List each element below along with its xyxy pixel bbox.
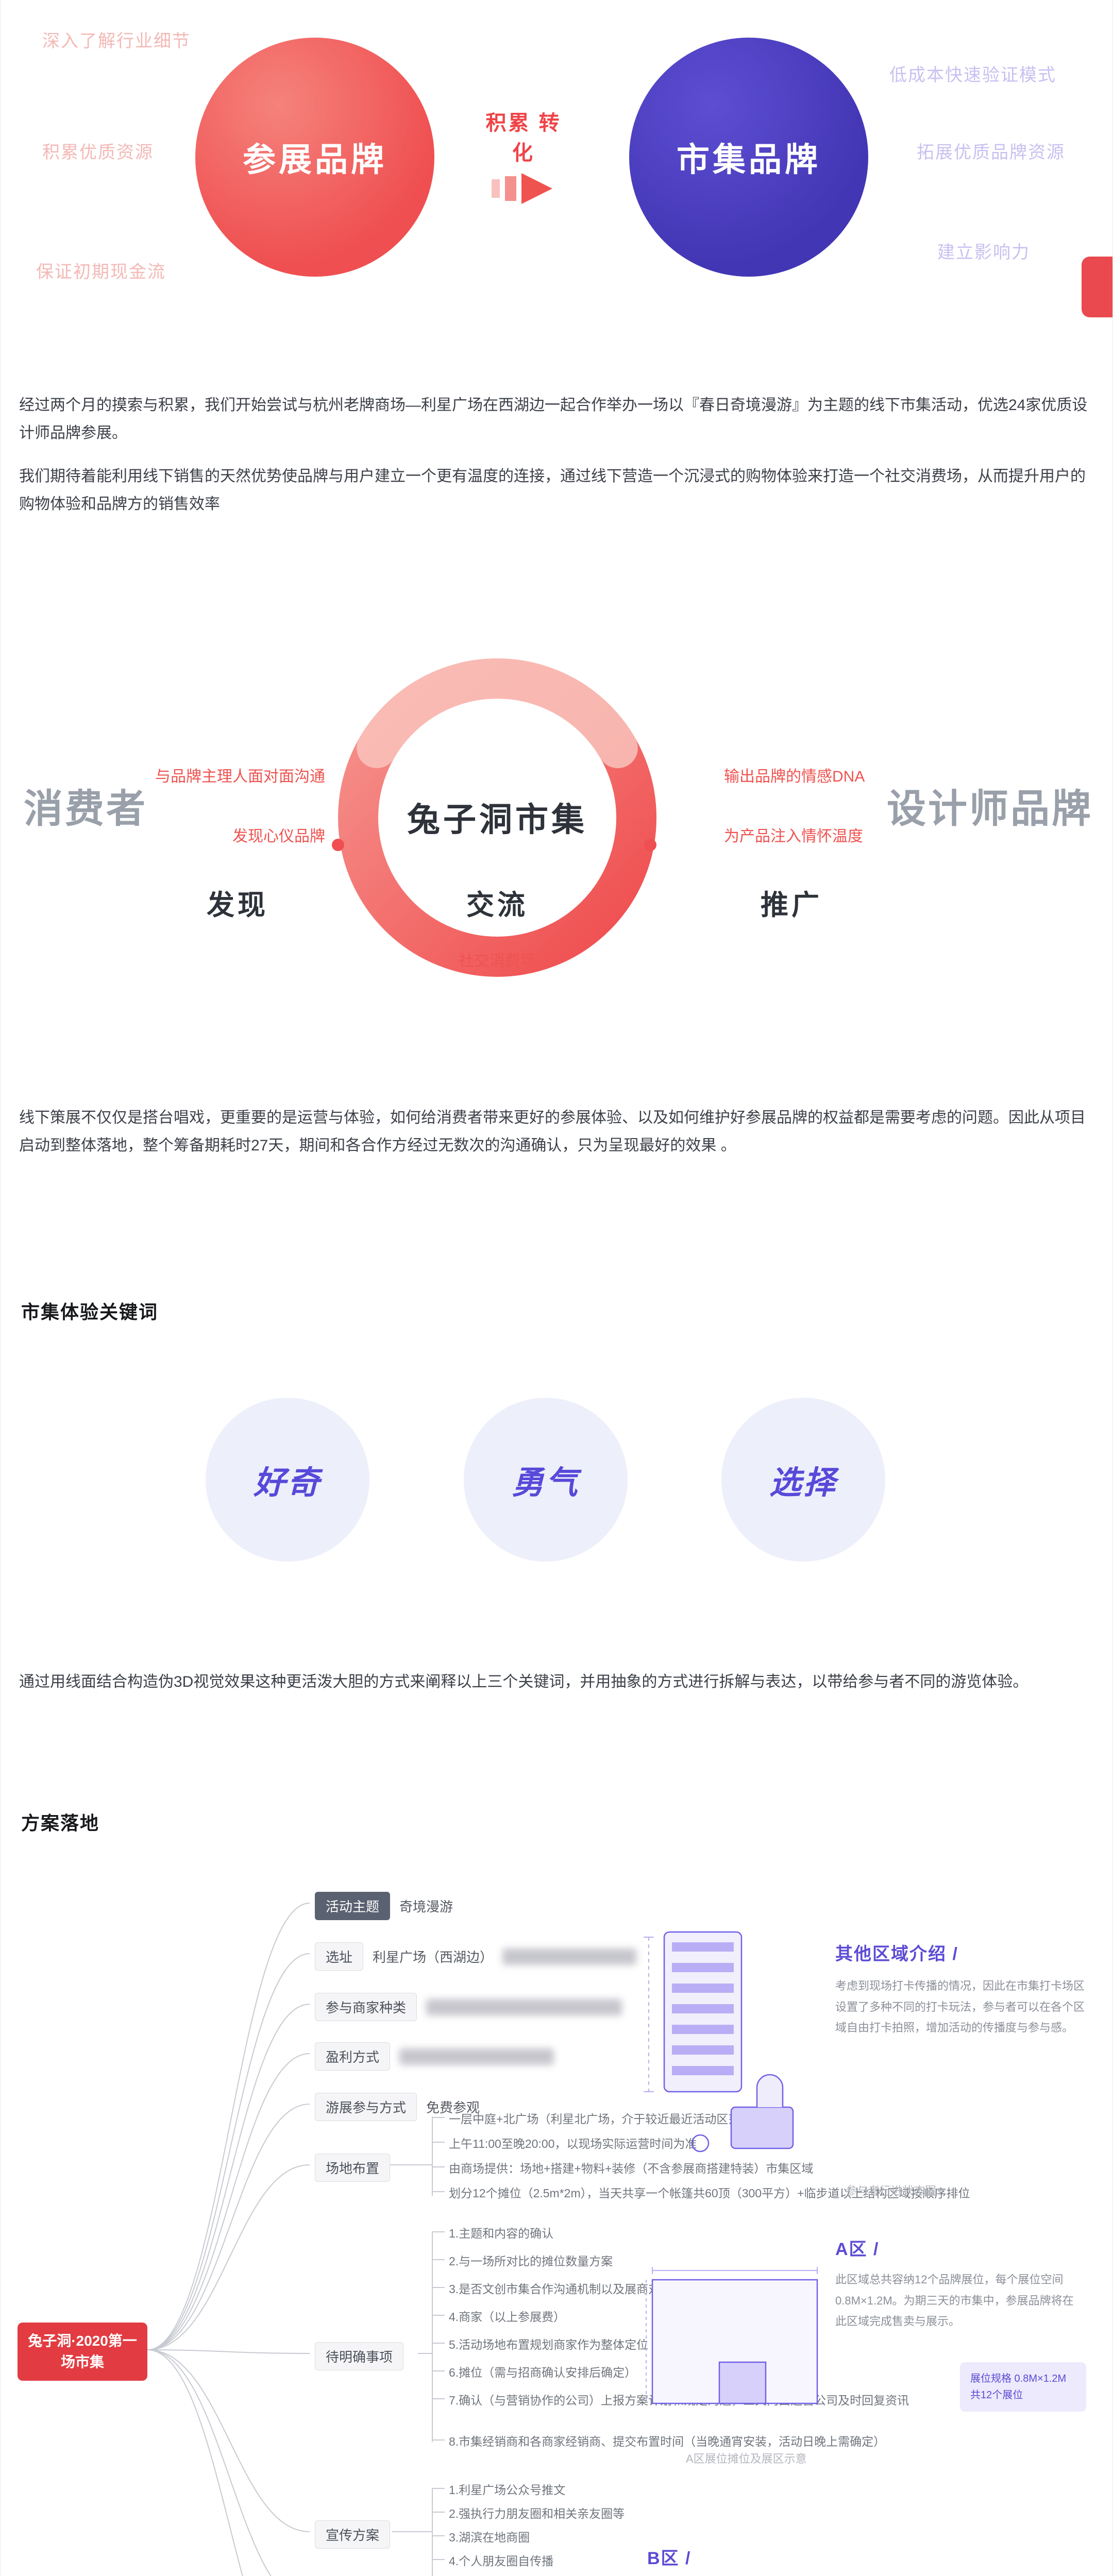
- other-zone-title: 其他区域介绍 /: [835, 1944, 958, 1964]
- designer-note-1: 输出品牌的情感DNA: [724, 768, 865, 785]
- node-promo-label: 宣传方案: [315, 2520, 391, 2549]
- consumer-role-label: 消费者: [24, 787, 147, 831]
- verb-communicate: 交流: [466, 890, 528, 921]
- venue-item: 一层中庭+北广场（利星北广场，介于较近最近活动区范围）: [449, 2112, 764, 2126]
- market-benefit-3: 建立影响力: [937, 243, 1030, 262]
- b-zone-title: B区 /: [647, 2549, 692, 2568]
- keyword-curiosity: 好奇: [253, 1465, 322, 1501]
- exhibit-benefit-2: 积累优质资源: [42, 143, 154, 162]
- node-site-value: 利星广场（西湖边）: [373, 1950, 494, 1965]
- todo-item: 5.活动场地布置规划商家作为整体定位: [449, 2338, 649, 2351]
- a-zone-note: 展位规格 0.8M×1.2M 共12个展位: [960, 2362, 1086, 2412]
- plan-section-title: 方案落地: [21, 1812, 100, 1834]
- node-merchants: 参与商家种类: [315, 1993, 622, 2021]
- verb-discover: 发现: [207, 890, 268, 921]
- strategy-paragraph: 线下策展不仅仅是搭台唱戏，更重要的是运营与体验，如何给消费者带来更好的参展体验、…: [19, 1109, 1086, 1154]
- node-promo: 宣传方案: [315, 2520, 391, 2549]
- redacted-profit-detail: [399, 2048, 554, 2065]
- keyword-circle-curiosity: 好奇: [206, 1398, 369, 1562]
- exhibit-benefit-1: 深入了解行业细节: [42, 31, 191, 51]
- node-theme-label: 活动主题: [315, 1892, 391, 1920]
- ring-diagram: [338, 658, 656, 977]
- node-join: 游展参与方式 免费参观: [315, 2093, 480, 2121]
- keyword-circle-courage: 勇气: [464, 1398, 628, 1562]
- a-zone-plan-diagram: [646, 2267, 818, 2404]
- keyword-courage: 勇气: [511, 1465, 580, 1501]
- a-zone-title: A区 /: [835, 2240, 880, 2259]
- venue-item: 由商场提供：场地+搭建+物料+装修（不含参展商搭建特装）市集区域: [449, 2162, 814, 2175]
- node-theme: 活动主题 奇境漫游: [315, 1892, 453, 1920]
- todo-item: 2.与一场所对比的摊位数量方案: [449, 2255, 613, 2268]
- intro-paragraph-1: 经过两个月的摸索与积累，我们开始尝试与杭州老牌商场—利星广场在西湖边一起合作举办…: [19, 397, 1088, 442]
- redacted-site-detail: [502, 1948, 637, 1965]
- other-zone-text: 考虑到现场打卡传播的情况，因此在市集打卡场区设置了多种不同的打卡玩法，参与者可以…: [835, 1979, 1085, 2035]
- promo-item: 3.湖滨在地商圈: [449, 2531, 530, 2544]
- node-todo: 待明确事项: [315, 2342, 404, 2370]
- designer-note-2: 为产品注入情怀温度: [724, 828, 863, 845]
- node-venue: 场地布置: [315, 2154, 391, 2182]
- designer-role-label: 设计师品牌: [887, 787, 1093, 831]
- mindmap-root: 兔子洞·2020第一场市集: [18, 2323, 147, 2381]
- exhibit-benefit-3: 保证初期现金流: [36, 262, 166, 282]
- a-zone-text: 此区域总共容纳12个品牌展位，每个展位空间0.8M×1.2M。为期三天的市集中，…: [835, 2273, 1074, 2328]
- todo-item: 1.主题和内容的确认: [449, 2227, 554, 2240]
- consumer-note-1: 与品牌主理人面对面沟通: [155, 768, 325, 785]
- node-profit: 盈利方式: [315, 2042, 554, 2071]
- node-site: 选址 利星广场（西湖边）: [315, 1942, 637, 1971]
- venue-item: 上午11:00至晚20:00，以现场实际运营时间为准: [449, 2137, 697, 2150]
- ring-dot-right: [644, 839, 656, 851]
- fast-forward-arrow-icon: [492, 173, 552, 204]
- transform-label: 积累 转化: [485, 112, 562, 164]
- node-profit-label: 盈利方式: [315, 2042, 391, 2071]
- ring-center-title: 兔子洞市集: [407, 801, 587, 838]
- market-brand-circle: 市集品牌: [629, 38, 868, 277]
- exhibit-brand-circle: 参展品牌: [195, 38, 434, 277]
- keyword-circle-choice: 选择: [721, 1398, 885, 1562]
- keywords-section-title: 市集体验关键词: [21, 1301, 159, 1323]
- node-venue-label: 场地布置: [315, 2154, 391, 2182]
- social-field-note: 社交消费场: [459, 953, 536, 970]
- promo-item: 4.个人朋友圈自传播: [449, 2554, 554, 2568]
- todo-item: 8.市集经销商和各商家经销商、提交布置时间（当晚通宵安装，活动日晚上需确定）: [449, 2435, 886, 2448]
- node-merchants-label: 参与商家种类: [315, 1993, 417, 2021]
- other-zone-caption: 参与者行进状态图: [846, 2184, 937, 2197]
- ring-dot-left: [332, 839, 344, 851]
- b-zone-subtitle: 占地约30平方: [648, 2573, 717, 2576]
- todo-item: 6.摊位（需与招商确认安排后确定）: [449, 2366, 637, 2379]
- promo-item: 2.强执行力朋友圈和相关亲友圈等: [449, 2507, 625, 2520]
- node-join-label: 游展参与方式: [315, 2093, 417, 2121]
- keywords-desc-paragraph: 通过用线面结合构造伪3D视觉效果这种更活泼大胆的方式来阐释以上三个关键词，并用抽…: [19, 1673, 1028, 1690]
- verb-promote: 推广: [761, 890, 822, 921]
- bookmark-tab[interactable]: [1082, 257, 1112, 317]
- todo-item: 4.商家（以上参展费）: [449, 2310, 566, 2324]
- intro-paragraph-2: 我们期待着能利用线下销售的天然优势使品牌与用户建立一个更有温度的连接，通过线下营…: [19, 468, 1086, 513]
- exhibit-brand-label: 参展品牌: [243, 141, 387, 178]
- node-site-label: 选址: [315, 1942, 364, 1971]
- a-zone-caption: A区展位摊位及展区示意: [686, 2452, 807, 2465]
- node-todo-label: 待明确事项: [315, 2342, 404, 2370]
- promo-item: 1.利星广场公众号推文: [449, 2483, 566, 2497]
- market-benefit-1: 低成本快速验证模式: [889, 65, 1056, 85]
- market-benefit-2: 拓展优质品牌资源: [917, 143, 1065, 162]
- redacted-merchants-detail: [426, 1998, 622, 2015]
- mindmap-connectors: [147, 1903, 445, 2576]
- market-brand-label: 市集品牌: [677, 141, 821, 178]
- keyword-choice: 选择: [769, 1465, 837, 1501]
- consumer-note-2: 发现心仪品牌: [232, 828, 325, 845]
- other-zone-plan-diagram: [644, 1931, 794, 2153]
- node-join-value: 免费参观: [426, 2100, 480, 2115]
- node-theme-value: 奇境漫游: [399, 1899, 453, 1914]
- venue-item: 划分12个摊位（2.5m*2m），当天共享一个帐篷共60顶（300平方）+临步道…: [449, 2187, 970, 2200]
